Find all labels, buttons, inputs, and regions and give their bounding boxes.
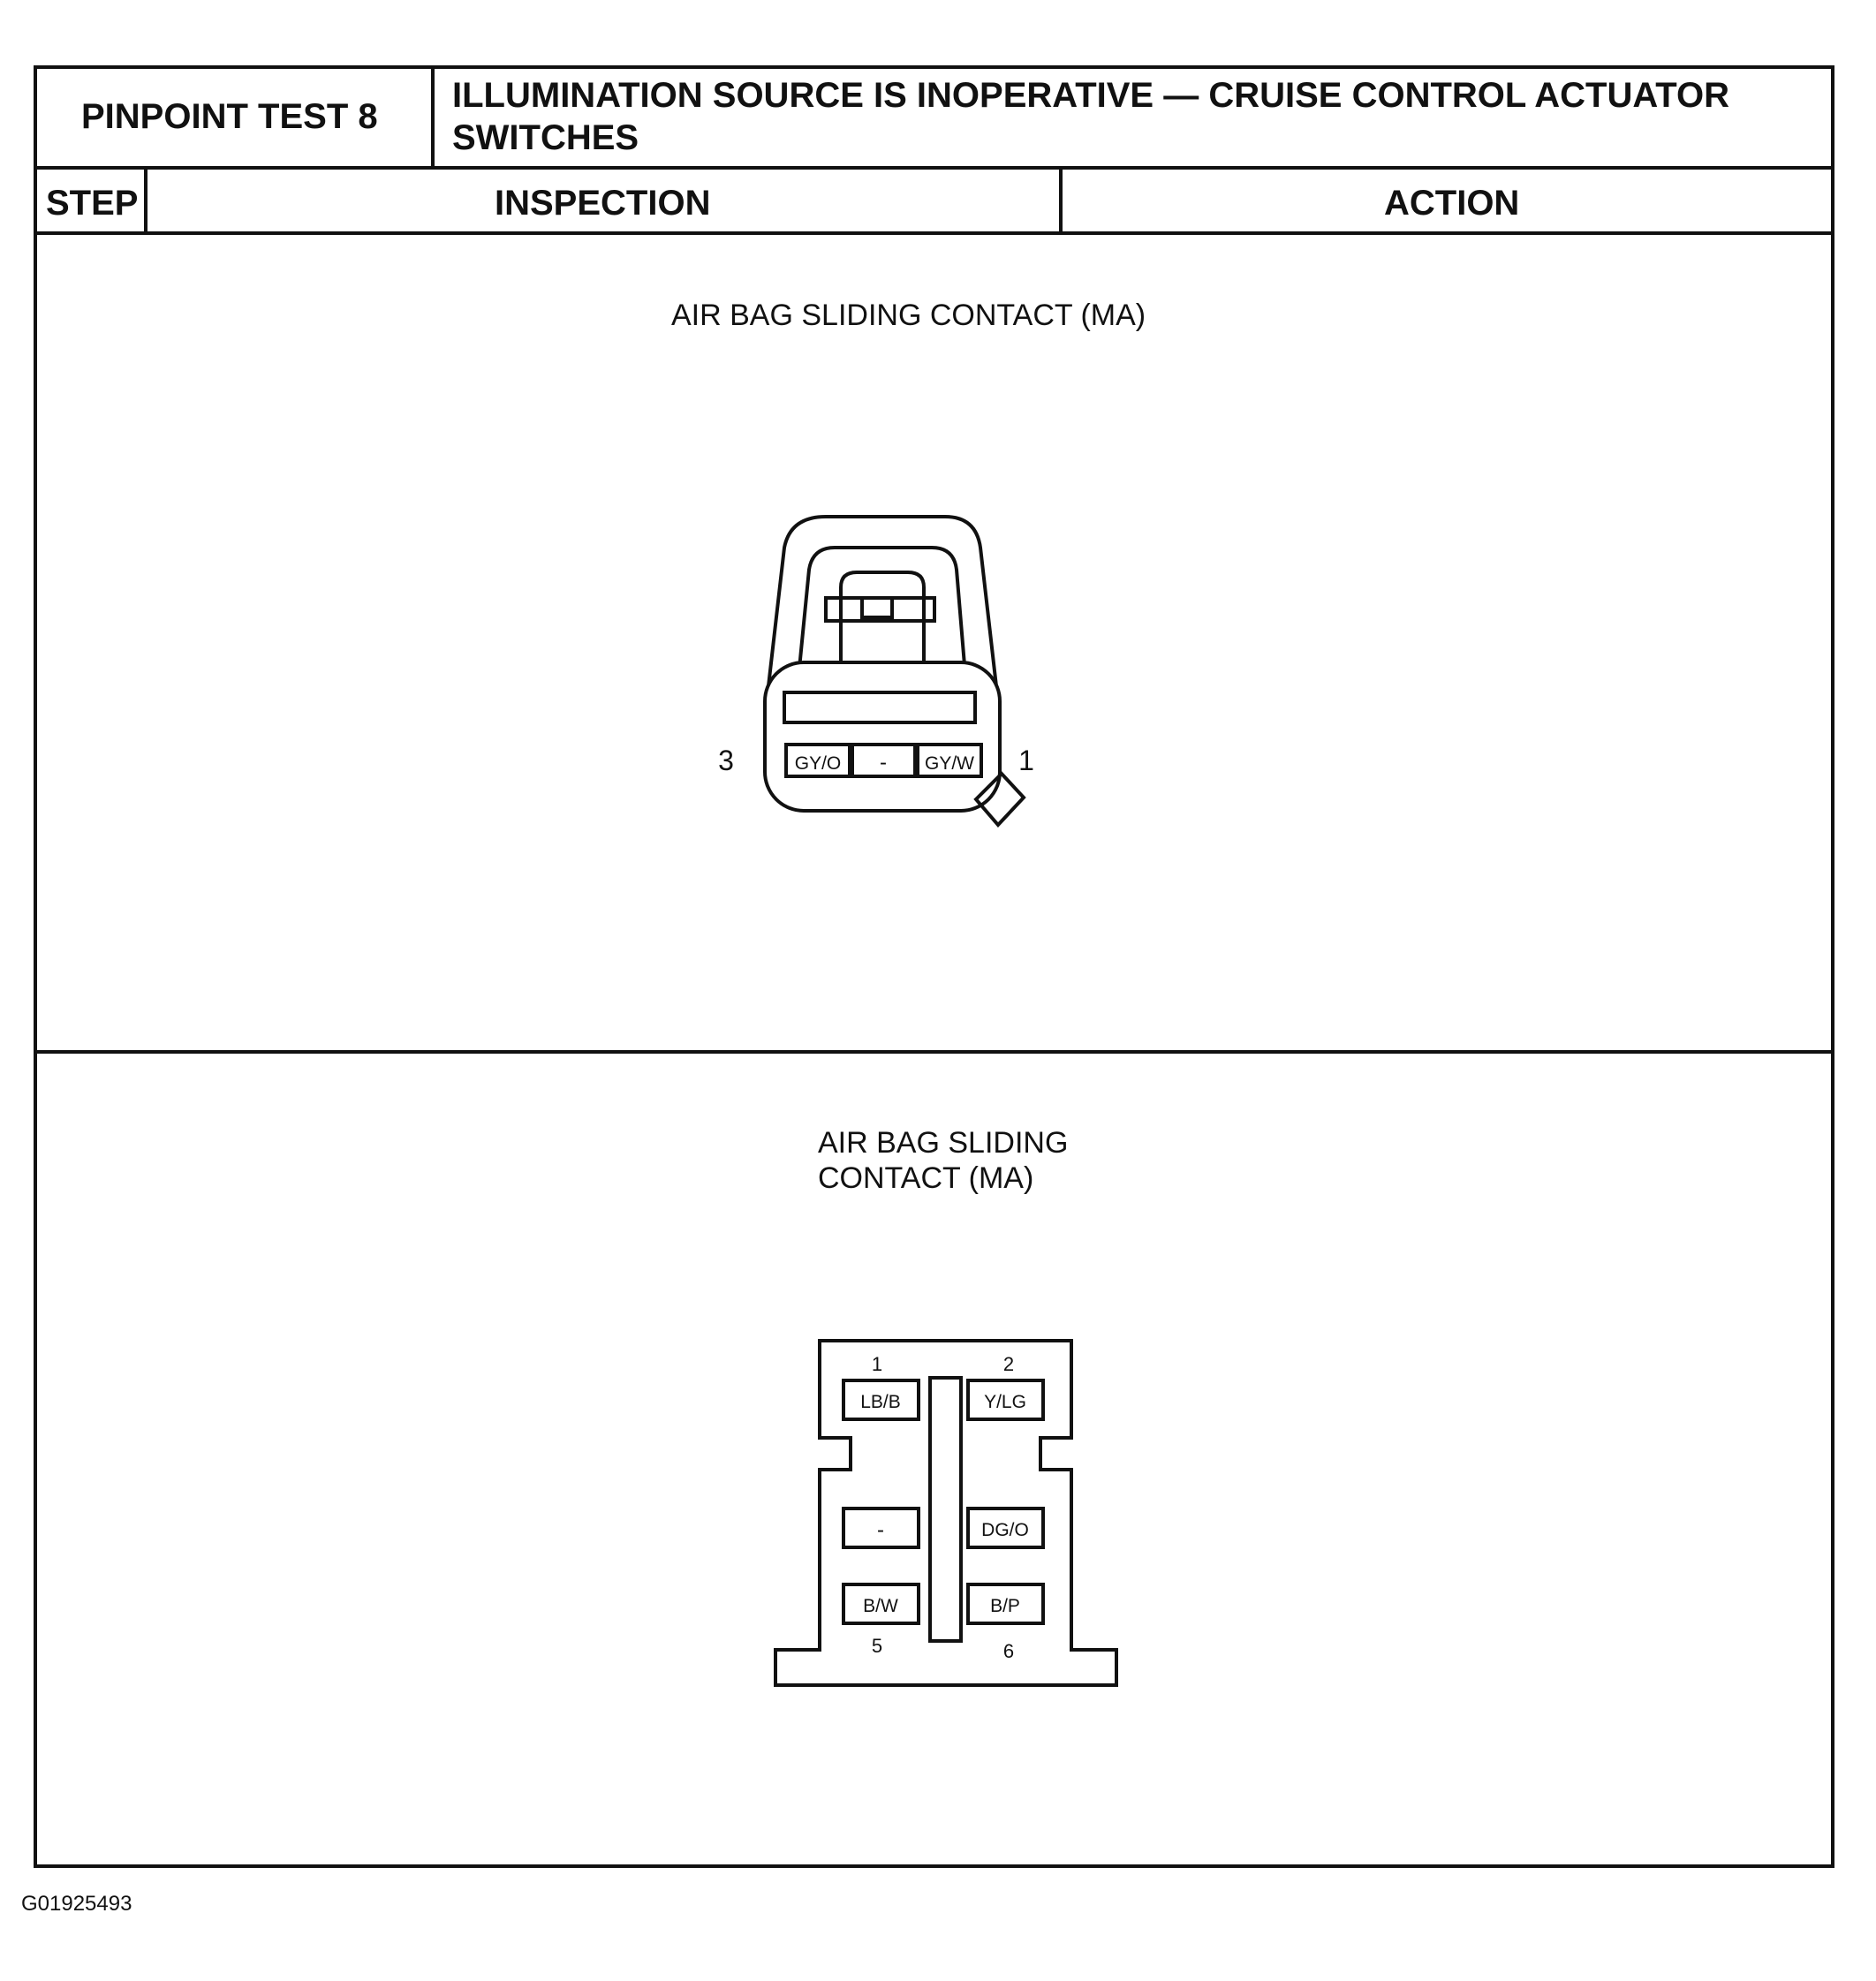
connector1-title: AIR BAG SLIDING CONTACT (MA) <box>671 299 1146 332</box>
step-column-header: STEP <box>46 184 139 223</box>
connector1-cell-label-2: - <box>880 751 887 775</box>
connector2-cell-bottom-right <box>966 1583 1045 1625</box>
connector1-cell-2 <box>851 743 917 778</box>
connector2-title-line2: CONTACT (MA) <box>818 1161 1034 1195</box>
connector2-cell-mid-right <box>966 1507 1045 1549</box>
action-column-divider <box>1059 168 1063 233</box>
connector1-lock-tab <box>839 571 926 664</box>
connector2-pin-2: 2 <box>1003 1353 1014 1375</box>
figure-code: G01925493 <box>21 1892 132 1916</box>
connector2-cell-bottom-left <box>842 1583 920 1625</box>
connector2-label-mid-right: DG/O <box>981 1520 1029 1540</box>
connector1-hood-inner <box>796 546 968 687</box>
connector2-cell-top-left <box>842 1379 920 1421</box>
connector2-title-line1: AIR BAG SLIDING <box>818 1126 1069 1160</box>
connector1-pin-right: 1 <box>1018 745 1034 776</box>
connector1-drawing <box>763 515 1026 828</box>
connector2-label-top-right: Y/LG <box>984 1392 1026 1412</box>
test-title-line1: ILLUMINATION SOURCE IS INOPERATIVE — CRU… <box>452 76 1729 115</box>
test-title-line2: SWITCHES <box>452 118 639 157</box>
connector2-cell-mid-left <box>842 1507 920 1549</box>
connector1-cell-label-1: GY/O <box>795 753 842 774</box>
connector1-cell-3 <box>916 743 983 778</box>
header-divider <box>34 166 1834 170</box>
connector2-drawing <box>774 1339 1118 1687</box>
page-frame <box>34 65 1834 1868</box>
connector1-cell-label-3: GY/W <box>925 753 974 774</box>
section-divider <box>34 1050 1834 1054</box>
connector2-pin-5: 5 <box>872 1635 882 1657</box>
connector1-tab-window <box>860 596 894 619</box>
step-column-divider <box>144 168 148 233</box>
action-column-header: ACTION <box>1384 184 1520 223</box>
connector2-label-top-left: LB/B <box>860 1392 901 1412</box>
connector2-center-bar <box>928 1376 963 1643</box>
connector2-label-bottom-right: B/P <box>990 1596 1020 1616</box>
connector1-hood-outer <box>767 515 998 687</box>
header-vertical-divider <box>431 65 435 168</box>
connector2-label-bottom-left: B/W <box>863 1596 898 1616</box>
connector2-cell-top-right <box>966 1379 1045 1421</box>
connector2-label-mid-left: - <box>877 1518 884 1542</box>
columns-divider <box>34 231 1834 235</box>
connector2-pin-1: 1 <box>872 1353 882 1375</box>
connector1-key <box>973 771 1026 828</box>
connector2-outline <box>774 1339 1118 1687</box>
connector1-cell-1 <box>784 743 851 778</box>
connector1-body <box>763 661 1002 813</box>
pinpoint-test-label: PINPOINT TEST 8 <box>81 97 378 136</box>
connector2-pin-6: 6 <box>1003 1640 1014 1662</box>
connector1-pin-left: 3 <box>718 745 734 776</box>
connector1-slot <box>783 691 977 724</box>
inspection-column-header: INSPECTION <box>495 184 711 223</box>
